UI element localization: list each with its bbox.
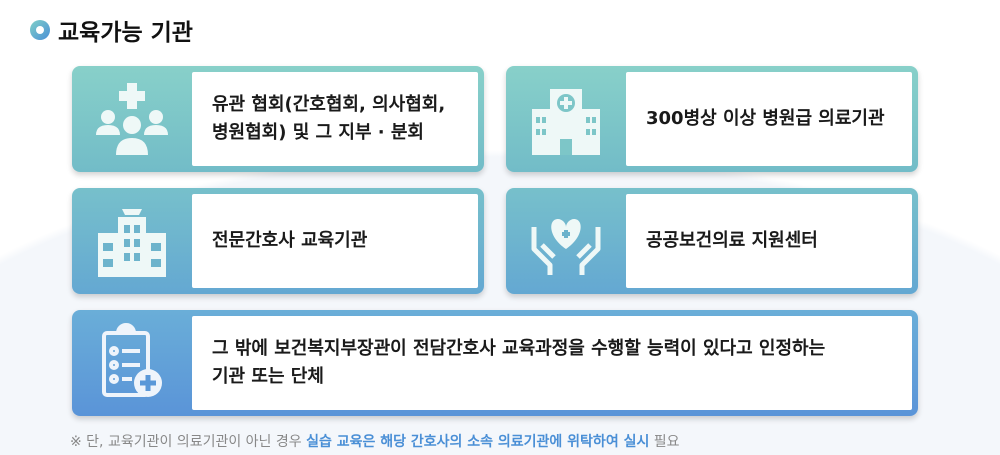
card-text-line2: 병원협회) 및 그 지부 · 분회 (212, 122, 424, 143)
footnote: ※ 단, 교육기관이 의료기관이 아닌 경우 실습 교육은 해당 간호사의 소속… (70, 431, 970, 451)
footnote-suffix: 필요 (649, 434, 680, 450)
people-cross-icon (72, 66, 192, 172)
footnote-prefix: ※ 단, 교육기관이 의료기관이 아닌 경우 (70, 434, 307, 450)
card-text: 전문간호사 교육기관 (212, 230, 368, 252)
bullet-circle-icon (30, 20, 50, 40)
card-other-organizations: 그 밖에 보건복지부장관이 전담간호사 교육과정을 수행할 능력이 있다고 인정… (72, 310, 918, 416)
nurse-hospital-icon (72, 188, 192, 294)
footnote-highlight: 실습 교육은 해당 간호사의 소속 의료기관에 위탁하여 실시 (306, 434, 650, 450)
card-text: 300병상 이상 병원급 의료기관 (646, 108, 885, 130)
card-nurse-institutions: 전문간호사 교육기관 (72, 188, 484, 294)
hands-heart-icon (506, 188, 626, 294)
card-text-line1: 그 밖에 보건복지부장관이 전담간호사 교육과정을 수행할 능력이 있다고 인정… (212, 338, 826, 360)
clipboard-cross-icon (72, 310, 192, 416)
card-public-health-center: 공공보건의료 지원센터 (506, 188, 918, 294)
title-text: 교육가능 기관 (58, 20, 193, 46)
card-text-line1: 유관 협회(간호협회, 의사협회, (212, 94, 446, 116)
card-text: 공공보건의료 지원센터 (646, 230, 818, 252)
card-text-line2: 기관 또는 단체 (212, 366, 324, 387)
hospital-icon (506, 66, 626, 172)
section-title: 교육가능 기관 (30, 13, 193, 47)
card-hospitals: 300병상 이상 병원급 의료기관 (506, 66, 918, 172)
card-associations: 유관 협회(간호협회, 의사협회, 병원협회) 및 그 지부 · 분회 (72, 66, 484, 172)
